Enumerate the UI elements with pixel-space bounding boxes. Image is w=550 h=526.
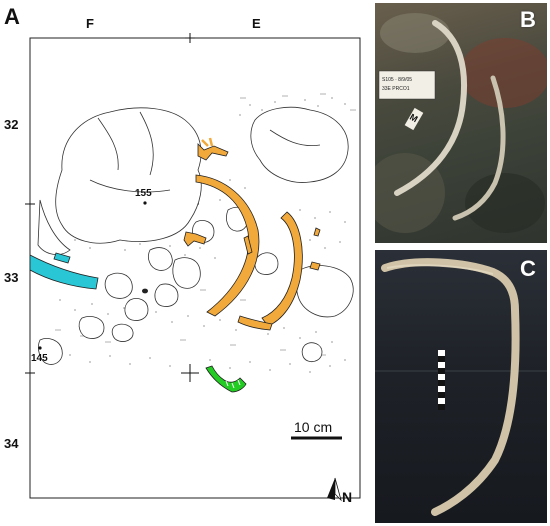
panel-b-letter: B: [520, 7, 536, 32]
north-label: N: [342, 489, 353, 505]
jaw-teeth: [225, 379, 241, 389]
north-arrow-icon: [327, 478, 335, 500]
point-label-155: 155: [135, 188, 152, 199]
site-map: [25, 33, 361, 502]
field-tag: [378, 70, 436, 100]
photo-scale-bar: [438, 350, 445, 410]
rib-bones: [183, 137, 321, 331]
jaw-fragment: [205, 365, 247, 393]
field-photo-art: [375, 13, 547, 233]
small-stone-dot: [142, 288, 148, 294]
isolated-rib: [381, 258, 520, 516]
rib-in-situ-1: [394, 20, 468, 196]
north-marker-card: [404, 107, 424, 131]
scale-label: 10 cm: [294, 419, 333, 435]
rib-in-situ-2: [452, 75, 506, 221]
row-label-33: 33: [4, 270, 19, 285]
point-label-145: 145: [31, 353, 48, 364]
field-tag-line-1: S105 · 8/9/05: [382, 77, 413, 83]
panel-c-photo: C: [375, 250, 547, 523]
panel-c-letter: C: [520, 256, 536, 281]
panel-b-photo: S105 · 8/9/05 33E PRCO1 M B: [375, 3, 547, 243]
point-145-dot: [38, 346, 42, 350]
field-tag-line-2: 33E PRCO1: [382, 86, 410, 92]
point-155-dot: [143, 201, 147, 205]
rib-photo-art: [375, 258, 547, 516]
column-label-e: E: [252, 16, 261, 31]
tusk-chip: [53, 252, 71, 264]
row-label-34: 34: [4, 436, 19, 451]
column-label-f: F: [86, 16, 94, 31]
rocks: [37, 106, 354, 365]
row-label-32: 32: [4, 117, 19, 132]
panel-a-letter: A: [4, 4, 20, 29]
tusk-fragment: [29, 254, 99, 290]
